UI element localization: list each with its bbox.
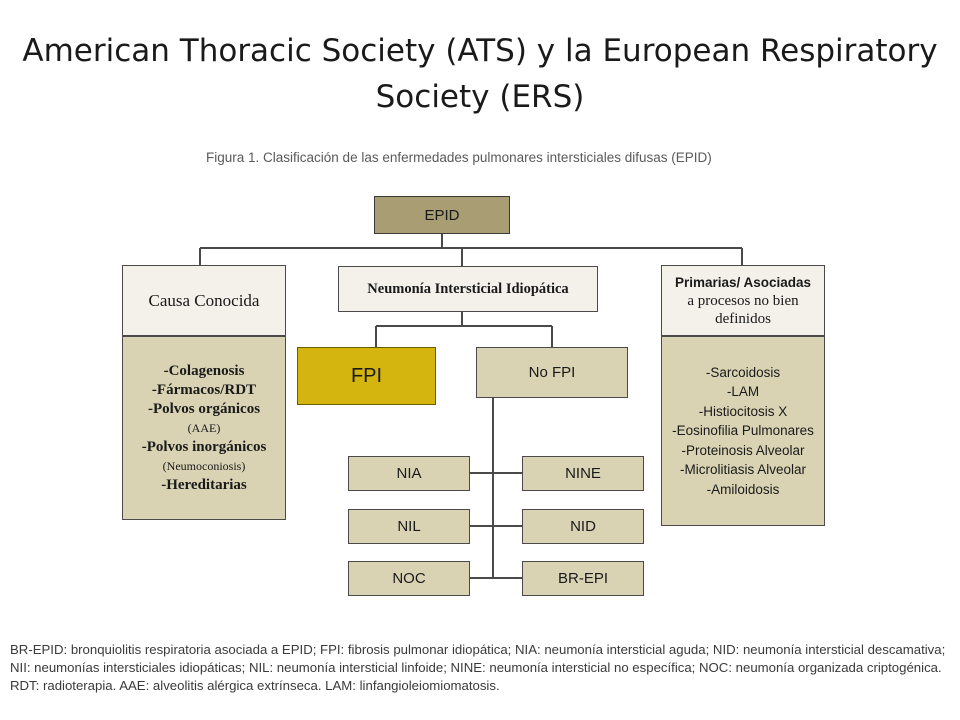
leaf-label: NINE	[565, 465, 601, 482]
neumonia-idiopatica-box: Neumonía Intersticial Idiopática	[338, 266, 598, 312]
primarias-title-rest: a procesos no bien definidos	[687, 292, 799, 327]
causa-item: -Colagenosis	[163, 362, 245, 379]
causa-item: -Hereditarias	[161, 476, 247, 493]
epid-root-box: EPID	[374, 196, 510, 234]
neumonia-idiopatica-label: Neumonía Intersticial Idiopática	[367, 280, 569, 297]
causa-item: -Polvos inorgánicos	[141, 438, 267, 455]
fpi-box: FPI	[297, 347, 436, 405]
primarias-item: -LAM	[726, 384, 760, 400]
causa-conocida-header: Causa Conocida	[122, 265, 286, 336]
primarias-header: Primarias/ Asociadas a procesos no bien …	[661, 265, 825, 336]
causa-item: -Fármacos/RDT	[151, 381, 257, 398]
primarias-item: -Proteinosis Alveolar	[681, 442, 805, 458]
leaf-br-epi: BR-EPI	[522, 561, 644, 596]
leaf-label: NOC	[392, 570, 426, 587]
primarias-title-bold: Primarias/ Asociadas	[674, 274, 812, 290]
fpi-label: FPI	[350, 364, 383, 387]
causa-conocida-list: -Colagenosis -Fármacos/RDT -Polvos orgán…	[122, 336, 286, 520]
primarias-item: -Amiloidosis	[706, 481, 780, 497]
leaf-label: NIA	[396, 465, 422, 482]
leaf-nine: NINE	[522, 456, 644, 491]
no-fpi-box: No FPI	[476, 347, 628, 398]
leaf-nid: NID	[522, 509, 644, 544]
primarias-list: -Sarcoidosis -LAM -Histiocitosis X -Eosi…	[661, 336, 825, 526]
causa-item: -Polvos orgánicos	[147, 400, 261, 417]
primarias-item: -Microlitiasis Alveolar	[679, 462, 807, 478]
leaf-noc: NOC	[348, 561, 470, 596]
figure-caption: Figura 1. Clasificación de las enfermeda…	[206, 150, 712, 165]
leaf-nia: NIA	[348, 456, 470, 491]
leaf-label: BR-EPI	[557, 570, 608, 587]
primarias-item: -Sarcoidosis	[705, 364, 781, 380]
epid-root-label: EPID	[424, 206, 460, 224]
causa-item-note: (AAE)	[187, 420, 221, 435]
slide-title: American Thoracic Society (ATS) y la Eur…	[22, 33, 938, 115]
primarias-item: -Histiocitosis X	[698, 403, 788, 419]
figure-footnote: BR-EPID: bronquiolitis respiratoria asoc…	[10, 642, 946, 693]
leaf-label: NIL	[397, 518, 421, 535]
leaf-nil: NIL	[348, 509, 470, 544]
leaf-label: NID	[570, 518, 596, 535]
causa-conocida-title: Causa Conocida	[148, 290, 260, 310]
no-fpi-label: No FPI	[528, 364, 576, 381]
primarias-item: -Eosinofilia Pulmonares	[672, 423, 814, 439]
causa-item-note: (Neumoconiosis)	[162, 458, 246, 473]
